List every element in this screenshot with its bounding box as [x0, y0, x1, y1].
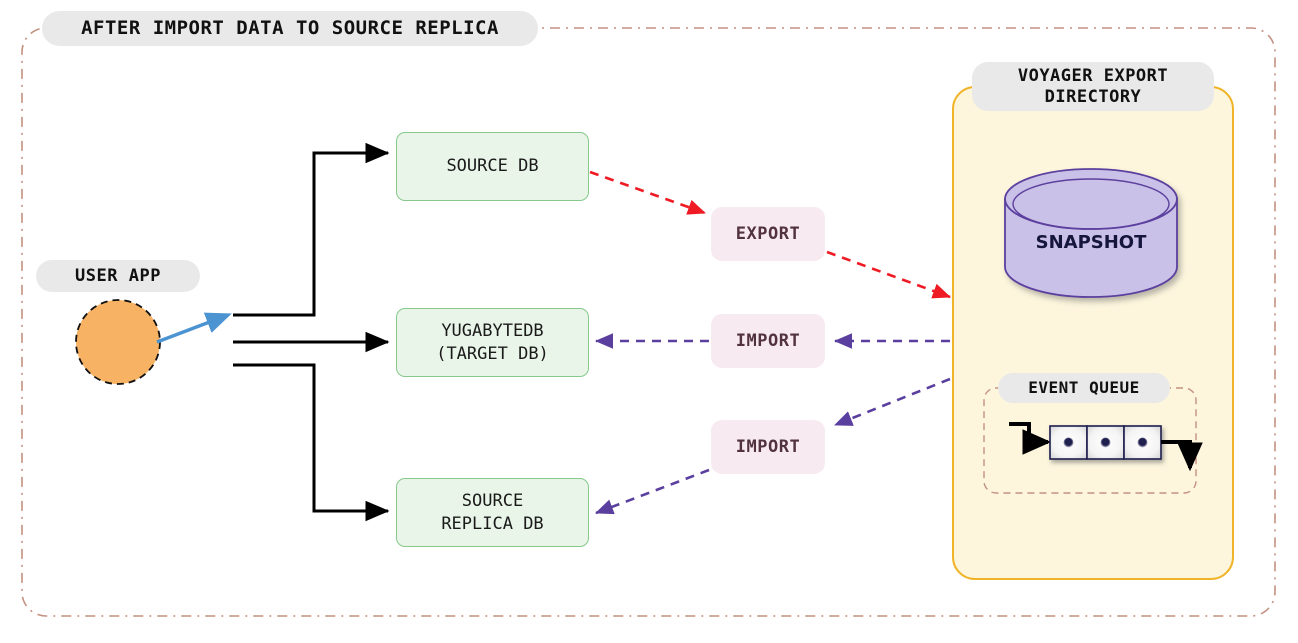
event-queue-output-arrow [1161, 440, 1203, 472]
user-app-circle [75, 299, 161, 385]
event-queue-cell-dot [1100, 437, 1111, 448]
event-queue-cells [1049, 425, 1162, 460]
user-app-arrow [156, 312, 232, 344]
source-db-box[interactable]: SOURCE DB [396, 132, 589, 201]
export-label[interactable]: EXPORT [711, 207, 825, 261]
snapshot-cylinder [1004, 168, 1178, 298]
export-arrow-segment-2 [826, 250, 951, 299]
target-db-box[interactable]: YUGABYTEDB (TARGET DB) [396, 308, 589, 377]
user-app-label: USER APP [36, 260, 200, 292]
import2-arrow-segment-2 [595, 468, 710, 515]
source-replica-db-box[interactable]: SOURCE REPLICA DB [396, 478, 589, 547]
page-title: AFTER IMPORT DATA TO SOURCE REPLICA [42, 11, 538, 46]
export-arrow-segment-1 [589, 170, 706, 215]
event-queue-box [983, 387, 1197, 494]
connector-to-replica-db [233, 363, 390, 522]
outer-frame [21, 27, 1276, 617]
event-queue-input-arrow [1009, 422, 1052, 455]
event-queue-cell-dot [1137, 437, 1148, 448]
event-queue-cell-dot [1063, 437, 1074, 448]
import-label-target[interactable]: IMPORT [711, 314, 825, 368]
connector-to-source-db [233, 142, 390, 317]
import-label-replica[interactable]: IMPORT [711, 420, 825, 474]
voyager-export-directory-title: VOYAGER EXPORT DIRECTORY [972, 62, 1214, 111]
voyager-export-directory-panel [952, 86, 1234, 580]
import2-arrow-segment-1 [834, 377, 951, 427]
event-queue-title: EVENT QUEUE [998, 373, 1170, 403]
